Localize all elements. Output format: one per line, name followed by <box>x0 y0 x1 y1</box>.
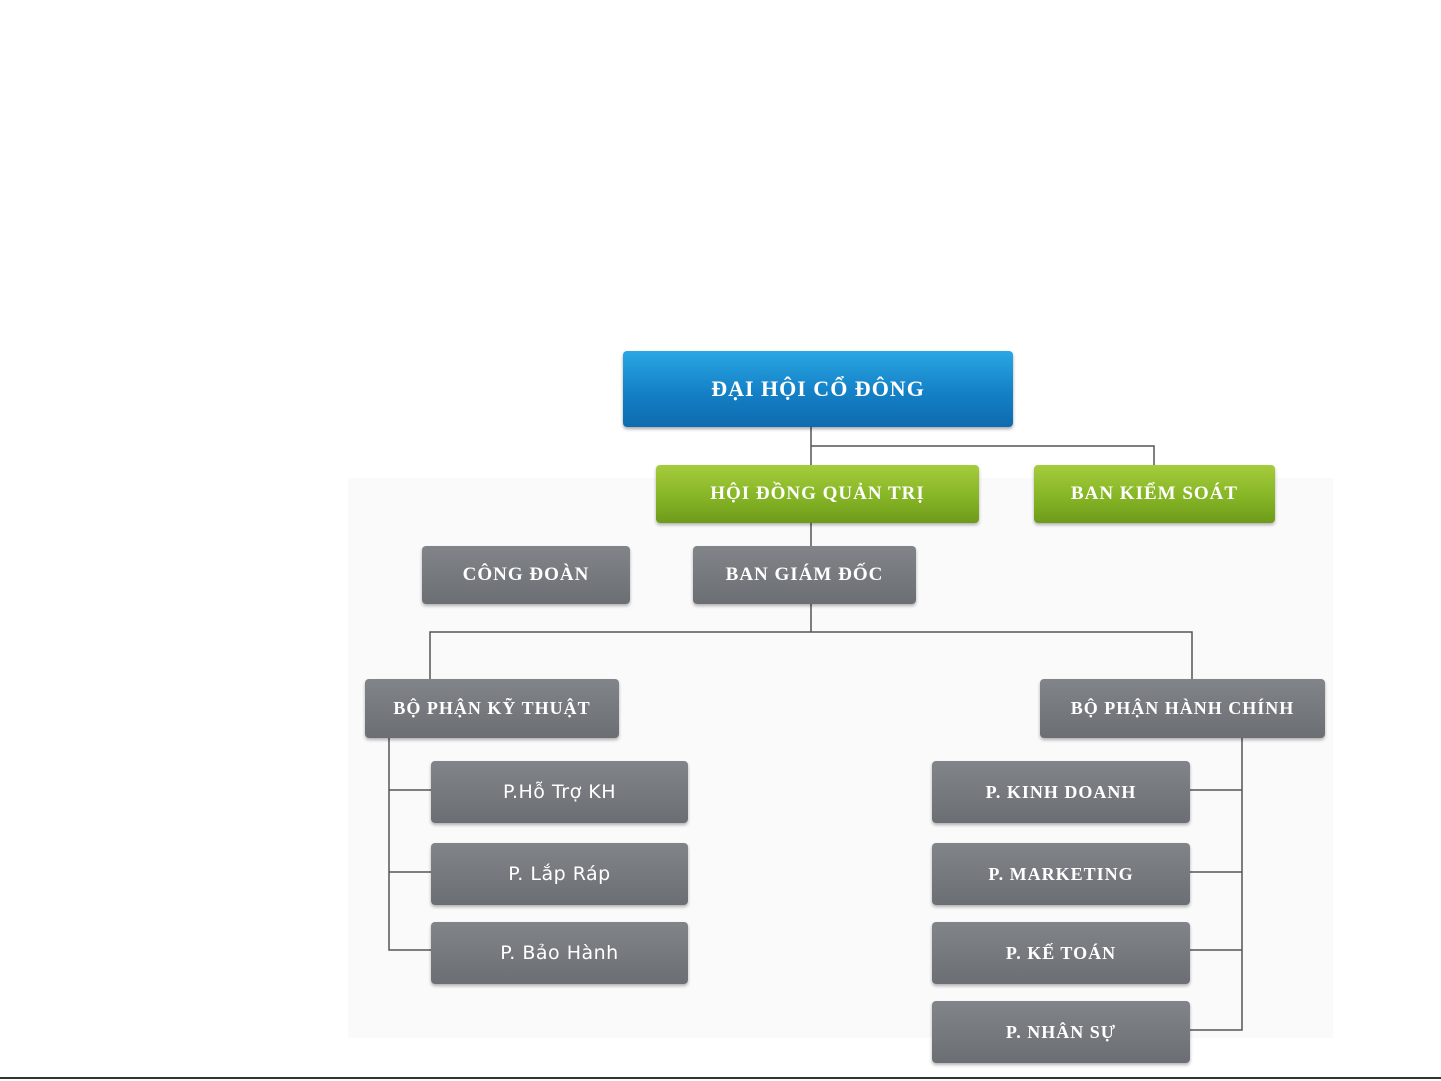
node-directors: BAN GIÁM ĐỐC <box>693 546 916 604</box>
connector-admin-trunk <box>1190 738 1242 1030</box>
node-supervisory: BAN KIỂM SOÁT <box>1034 465 1275 523</box>
node-assembly: P. Lắp Ráp <box>431 843 688 905</box>
connector-top-supervisory <box>811 446 1154 465</box>
node-admin-department: BỘ PHẬN HÀNH CHÍNH <box>1040 679 1325 738</box>
connector-departments <box>430 632 1192 679</box>
node-marketing: P. MARKETING <box>932 843 1190 905</box>
node-union: CÔNG ĐOÀN <box>422 546 630 604</box>
bottom-border <box>0 1077 1441 1079</box>
node-sales: P. KINH DOANH <box>932 761 1190 823</box>
node-board: HỘI ĐỒNG QUẢN TRỊ <box>656 465 979 523</box>
node-accounting: P. KẾ TOÁN <box>932 922 1190 984</box>
node-customer-support: P.Hỗ Trợ KH <box>431 761 688 823</box>
node-shareholders: ĐẠI HỘI CỔ ĐÔNG <box>623 351 1013 427</box>
node-warranty: P. Bảo Hành <box>431 922 688 984</box>
connector-technical-trunk <box>389 738 432 950</box>
node-technical-department: BỘ PHẬN KỸ THUẬT <box>365 679 619 738</box>
node-human-resources: P. NHÂN SỰ <box>932 1001 1190 1063</box>
